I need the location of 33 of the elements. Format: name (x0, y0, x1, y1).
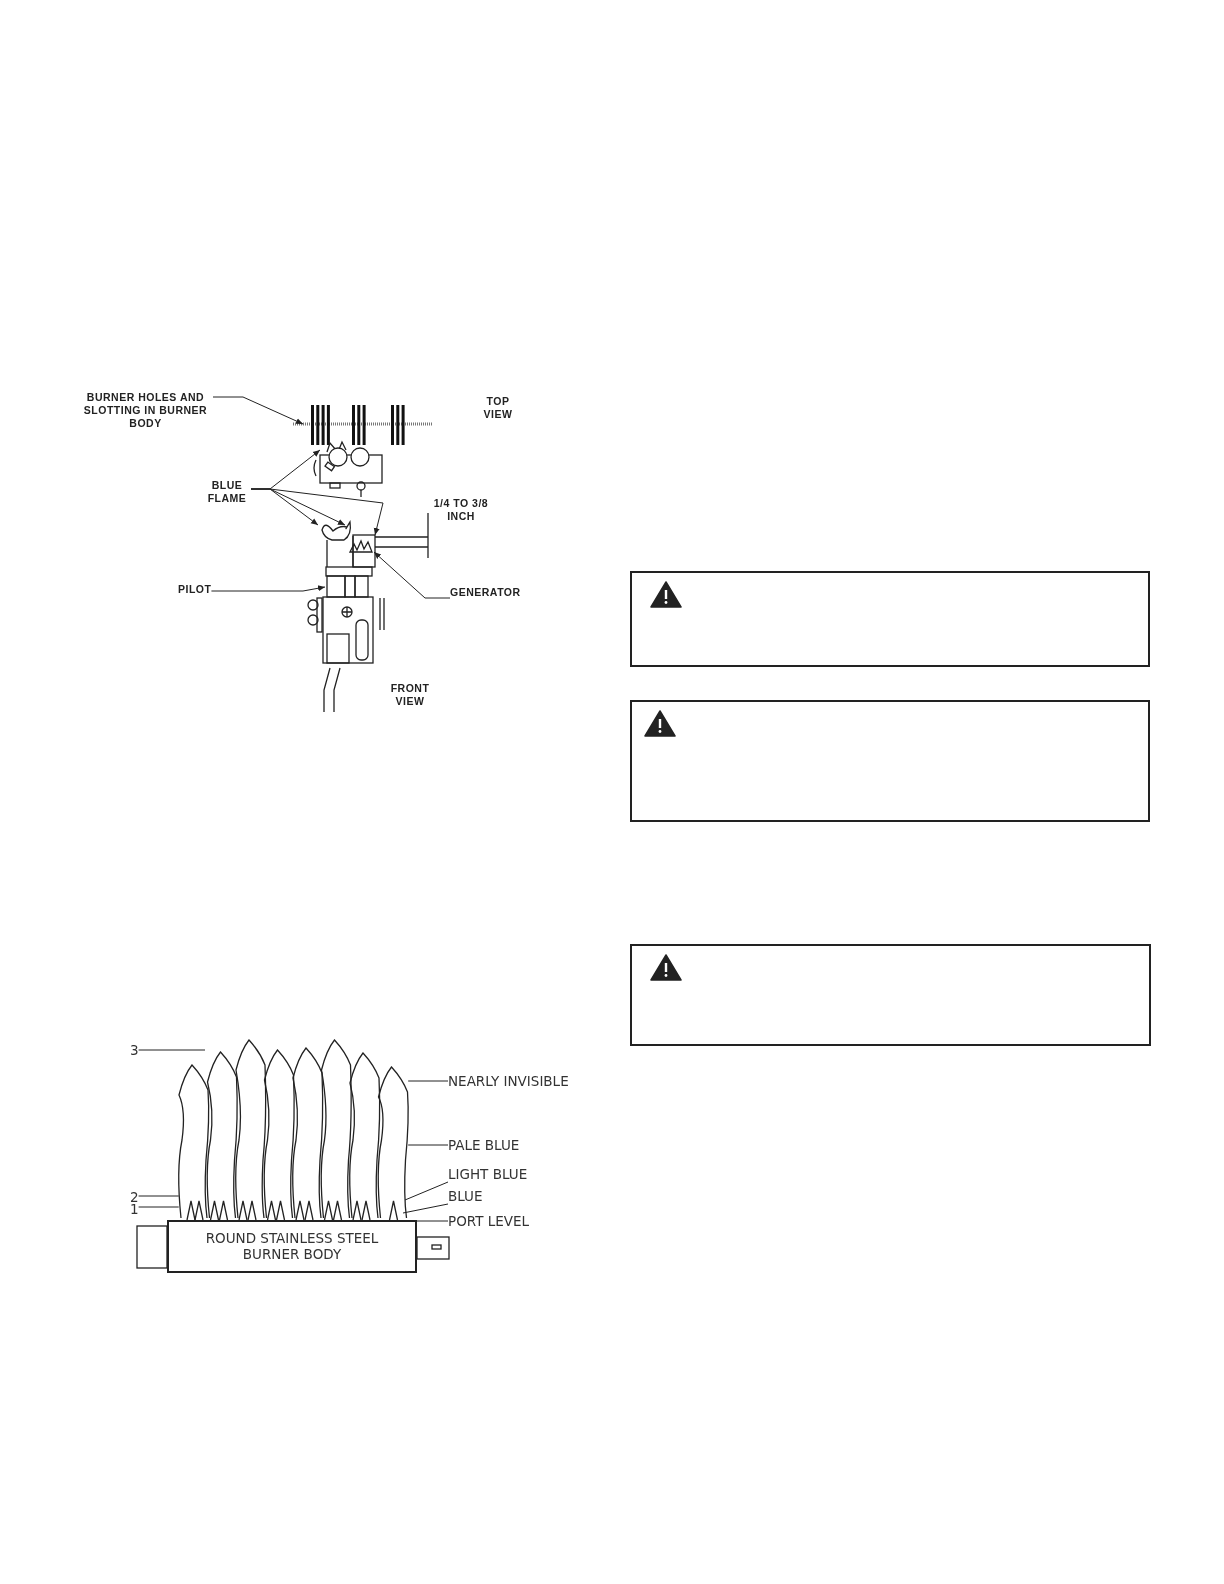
leader-line (138, 1206, 180, 1208)
leader-line (250, 488, 384, 536)
pilot-top-view-drawing (313, 440, 383, 498)
callout-label: PORT LEVEL (448, 1213, 530, 1229)
view-label: TOP VIEW (482, 395, 514, 421)
callout-label: BLUE FLAME (203, 479, 251, 505)
leader-line (404, 1181, 449, 1201)
leader-line (373, 551, 451, 599)
burner-body (167, 1220, 417, 1273)
callout-label: PALE BLUE (448, 1137, 520, 1153)
leader-line (416, 1220, 449, 1222)
flame-drawing (178, 1039, 409, 1221)
dimension-label: 1/4 TO 3/8 INCH (432, 497, 490, 523)
callout-label: BLUE (448, 1188, 483, 1204)
callout-label: GENERATOR (450, 586, 521, 599)
callout-label: PILOT (178, 583, 212, 596)
leader-line (402, 1203, 449, 1214)
leader-line (407, 1144, 449, 1146)
callout-label: BURNER HOLES AND SLOTTING IN BURNER BODY (78, 391, 213, 430)
leader-line (407, 1080, 449, 1082)
callout-label: LIGHT BLUE (448, 1166, 528, 1182)
leader-line (138, 1049, 206, 1051)
callout-number: 3 (130, 1042, 139, 1058)
callout-label: NEARLY INVISIBLE (448, 1073, 569, 1089)
burner-top-view-drawing (293, 405, 432, 445)
leader-line (212, 396, 304, 425)
view-label: FRONT VIEW (389, 682, 431, 708)
leader-line (138, 1195, 180, 1197)
leader-line (210, 585, 326, 592)
body-label: ROUND STAINLESS STEEL BURNER BODY (204, 1230, 380, 1262)
callout-number: 1 (130, 1203, 139, 1215)
pilot-front-view-drawing (307, 521, 385, 713)
callout-number: 2 (130, 1191, 139, 1203)
